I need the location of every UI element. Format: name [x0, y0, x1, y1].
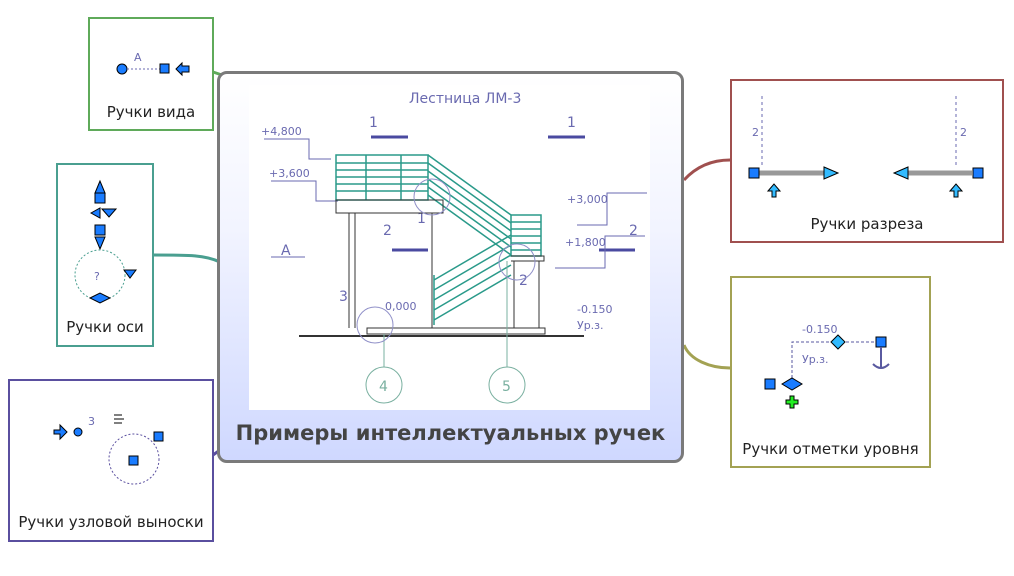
section-mark: 1 — [567, 115, 576, 131]
axis-mark: 5 — [502, 379, 511, 395]
axis-mark: 4 — [379, 379, 388, 395]
central-topic[interactable]: Лестница ЛМ-3 +4,800 +3,600 +3,000 +1,80… — [217, 71, 684, 463]
drawing-title: Лестница ЛМ-3 — [409, 91, 521, 107]
central-title: Примеры интеллектуальных ручек — [235, 421, 666, 445]
level-label: +3,000 — [567, 193, 608, 206]
callout-glyph: 3 — [88, 415, 95, 428]
level-label: +4,800 — [261, 125, 302, 138]
node-label: Ручки узловой выноски — [18, 513, 204, 531]
stair-drawing: Лестница ЛМ-3 +4,800 +3,600 +3,000 +1,80… — [249, 85, 650, 410]
level-handle-icon: -0.150 Ур.з. — [764, 323, 890, 409]
node-view-handles[interactable]: А Ручки вида — [88, 17, 214, 131]
section-handle-icon: 2 2 — [748, 96, 984, 198]
callout-mark: 3 — [339, 289, 348, 305]
view-mark: А — [281, 243, 291, 259]
node-label: Ручки разреза — [810, 215, 924, 233]
section-mark: 2 — [752, 126, 759, 139]
callout-handle-icon: 3 — [53, 414, 164, 485]
level-label: -0.150 — [577, 303, 612, 316]
view-glyph: А — [134, 51, 142, 64]
ground-label: Ур.з. — [577, 319, 604, 332]
level-label: +1,800 — [565, 236, 606, 249]
axis-handle-icon: ? — [74, 179, 137, 304]
callout-mark: 2 — [519, 273, 528, 289]
node-level-handles[interactable]: -0.150 Ур.з. Ручки отметки уровня — [730, 276, 931, 468]
callout-mark: 1 — [417, 211, 426, 227]
section-mark: 1 — [369, 115, 378, 131]
node-label: Ручки оси — [66, 318, 144, 336]
section-mark: 2 — [383, 223, 392, 239]
section-mark: 2 — [629, 223, 638, 239]
node-label: Ручки вида — [106, 103, 196, 121]
level-label: 0,000 — [385, 300, 417, 313]
section-mark: 2 — [960, 126, 967, 139]
axis-glyph: ? — [94, 270, 100, 283]
node-axis-handles[interactable]: ? Ручки оси — [56, 163, 154, 347]
level-value: -0.150 — [802, 323, 837, 336]
level-label: +3,600 — [269, 167, 310, 180]
view-handle-icon: А — [116, 51, 190, 77]
node-callout-handles[interactable]: 3 Ручки узловой выноски — [8, 379, 214, 542]
node-section-handles[interactable]: 2 2 Ручки разреза — [730, 79, 1004, 243]
node-label: Ручки отметки уровня — [742, 440, 919, 458]
level-ground: Ур.з. — [802, 353, 829, 366]
